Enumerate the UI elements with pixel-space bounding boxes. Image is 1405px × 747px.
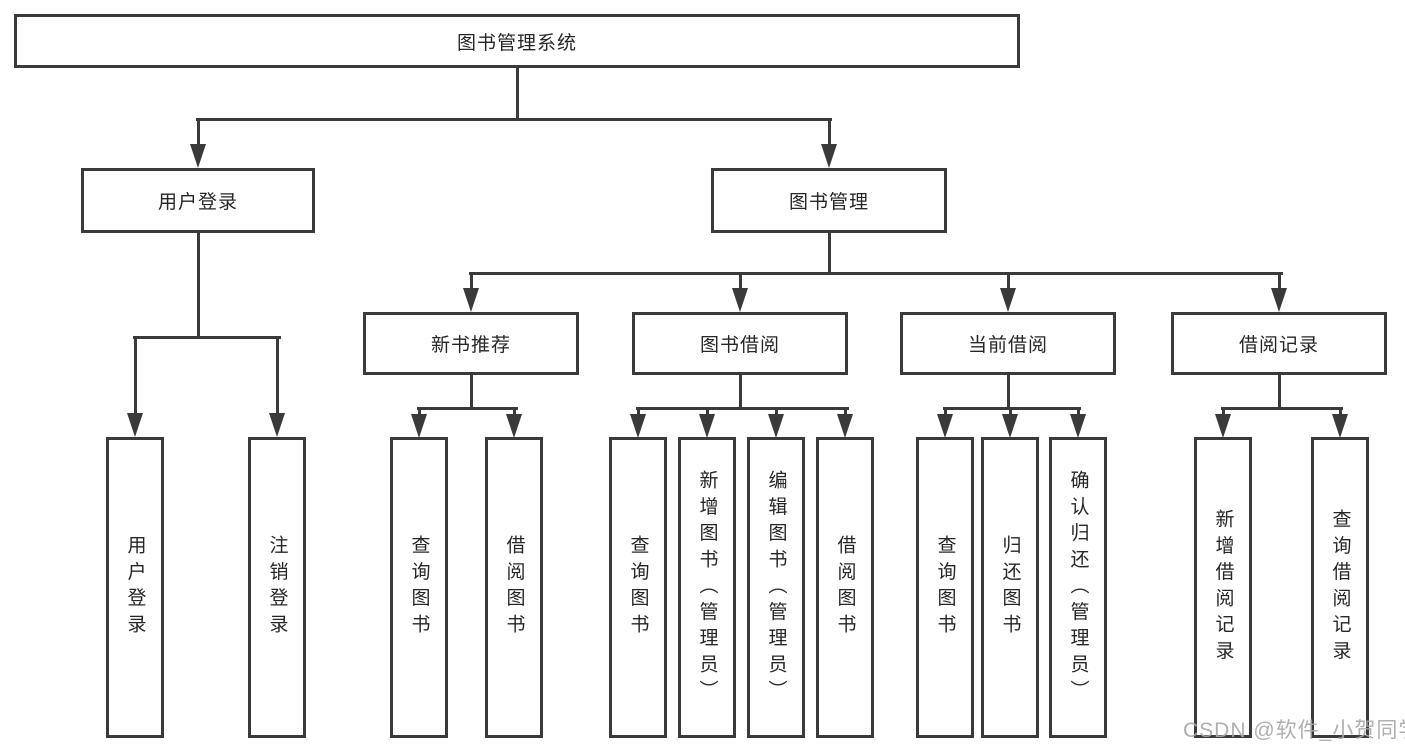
- arrowhead: [190, 144, 206, 168]
- leaf-query-books-borrowing: 查询图书: [609, 437, 667, 738]
- connector-segment: [943, 407, 947, 417]
- connector-segment: [738, 375, 742, 410]
- connector-segment: [1277, 375, 1281, 410]
- connector-segment: [275, 336, 279, 414]
- arrowhead: [463, 288, 479, 312]
- arrowhead: [1002, 414, 1018, 438]
- arrowhead: [411, 414, 427, 438]
- connector-segment: [1221, 407, 1225, 417]
- connector-segment: [1076, 407, 1080, 417]
- connector-segment: [1006, 272, 1010, 290]
- node-book-borrowing: 图书借阅: [632, 312, 848, 375]
- arrowhead: [1271, 288, 1287, 312]
- leaf-edit-books-admin: 编辑图书（管理员）: [747, 437, 805, 738]
- node-book-management: 图书管理: [711, 168, 947, 233]
- connector-user-login-stem: [196, 233, 200, 339]
- connector-segment: [417, 407, 421, 417]
- leaf-query-borrow-record: 查询借阅记录: [1311, 437, 1369, 738]
- connector-segment: [1338, 407, 1342, 417]
- connector-segment: [196, 118, 200, 146]
- connector-level2-bus: [196, 118, 832, 121]
- leaf-add-books-admin: 新增图书（管理员）: [678, 437, 736, 738]
- arrowhead: [1332, 414, 1348, 438]
- node-root-library-system: 图书管理系统: [14, 14, 1020, 68]
- watermark: CSDN @软件_小贺同学: [1183, 719, 1405, 742]
- connector-segment: [469, 375, 473, 410]
- connector-level3-bus: [469, 272, 1283, 275]
- connector-bus: [1221, 407, 1343, 410]
- arrowhead: [1070, 414, 1086, 438]
- arrowhead: [699, 414, 715, 438]
- leaf-query-books-current: 查询图书: [916, 437, 974, 738]
- arrowhead: [768, 414, 784, 438]
- arrowhead: [1000, 288, 1016, 312]
- connector-segment: [827, 118, 831, 146]
- leaf-add-borrow-record: 新增借阅记录: [1194, 437, 1252, 738]
- arrowhead: [630, 414, 646, 438]
- node-borrowing-records: 借阅记录: [1171, 312, 1387, 375]
- connector-segment: [512, 407, 516, 417]
- connector-segment: [843, 407, 847, 417]
- arrowhead: [1215, 414, 1231, 438]
- leaf-confirm-return-admin: 确认归还（管理员）: [1049, 437, 1107, 738]
- arrowhead: [821, 144, 837, 168]
- node-current-borrowing: 当前借阅: [900, 312, 1116, 375]
- connector-book-mgmt-stem: [827, 233, 831, 275]
- leaf-query-books-recommend: 查询图书: [390, 437, 448, 738]
- node-user-login: 用户登录: [81, 168, 315, 233]
- connector-segment: [1008, 407, 1012, 417]
- connector-bus: [943, 407, 1081, 410]
- leaf-user-login: 用户登录: [106, 437, 164, 738]
- connector-segment: [738, 272, 742, 290]
- connector-segment: [774, 407, 778, 417]
- leaf-logout: 注销登录: [248, 437, 306, 738]
- connector-segment: [1006, 375, 1010, 410]
- arrowhead: [269, 413, 285, 437]
- arrowhead: [837, 414, 853, 438]
- node-new-book-recommend: 新书推荐: [363, 312, 579, 375]
- connector-segment: [636, 407, 640, 417]
- leaf-borrow-books-borrowing: 借阅图书: [816, 437, 874, 738]
- connector-user-login-bus: [133, 336, 281, 339]
- connector-root-stem: [515, 68, 519, 118]
- leaf-borrow-books-recommend: 借阅图书: [485, 437, 543, 738]
- arrowhead: [506, 414, 522, 438]
- connector-bus: [636, 407, 849, 410]
- connector-segment: [1277, 272, 1281, 290]
- arrowhead: [127, 413, 143, 437]
- arrowhead: [732, 288, 748, 312]
- arrowhead: [937, 414, 953, 438]
- connector-segment: [705, 407, 709, 417]
- connector-segment: [133, 336, 137, 414]
- connector-segment: [469, 272, 473, 290]
- connector-bus: [417, 407, 518, 410]
- leaf-return-books: 归还图书: [981, 437, 1039, 738]
